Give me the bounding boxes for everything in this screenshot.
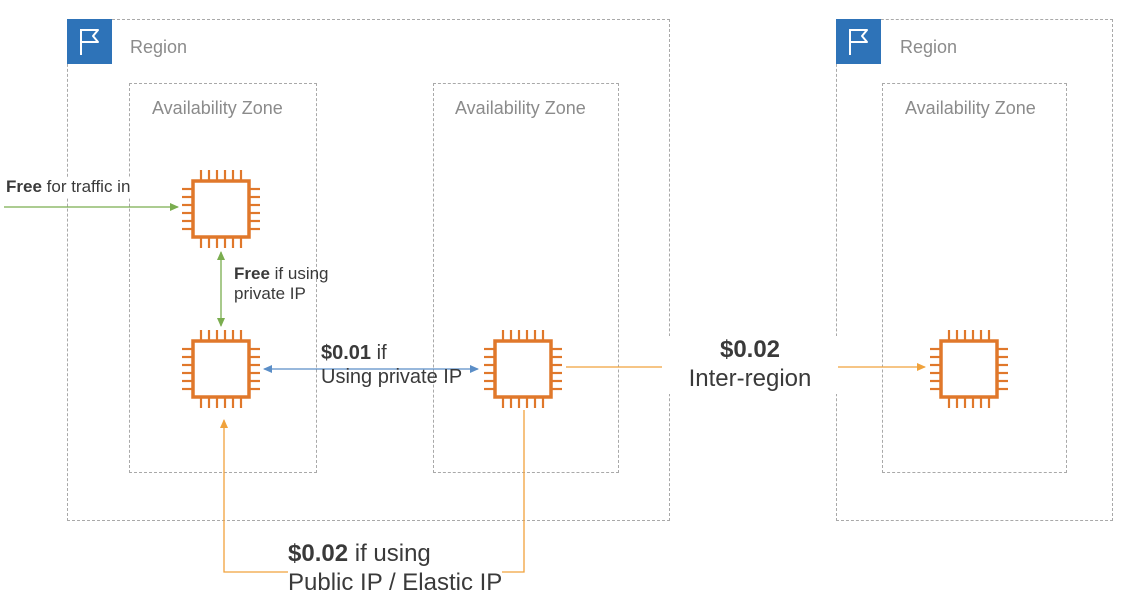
same-az-label: Free if using private IP: [234, 264, 329, 305]
availability-zone-label: Availability Zone: [905, 98, 1036, 118]
same-az-text: if using: [269, 264, 329, 283]
traffic-in-text: for traffic in: [41, 177, 131, 196]
region-2: [836, 19, 1113, 521]
inter-region-text: Inter-region: [662, 364, 838, 394]
inter-region-label: $0.02 Inter-region: [662, 336, 838, 394]
ec2-instance-icon: [927, 327, 1011, 411]
ec2-instance-icon: [179, 327, 263, 411]
traffic-in-price: Free: [6, 177, 42, 196]
availability-zone-label: Availability Zone: [152, 98, 283, 118]
public-ip-text-line2: Public IP / Elastic IP: [288, 568, 503, 598]
region-label: Region: [900, 37, 958, 57]
cross-az-price: $0.01: [321, 342, 372, 364]
availability-zone-2: [433, 83, 619, 473]
public-ip-label: $0.02 if using Public IP / Elastic IP: [288, 540, 503, 598]
region-label: Region: [130, 37, 188, 57]
public-ip-text: if using: [348, 540, 431, 567]
region-1: [67, 19, 670, 521]
inter-region-price: $0.02: [719, 336, 781, 363]
availability-zone-3: [882, 83, 1067, 473]
cross-az-text-line2: Using private IP: [321, 366, 463, 388]
ec2-instance-icon: [481, 327, 565, 411]
traffic-in-label: Free for traffic in: [6, 177, 133, 198]
availability-zone-1: [129, 83, 317, 473]
region-flag-icon: [836, 19, 881, 64]
public-ip-price: $0.02: [288, 540, 349, 567]
region-flag-icon: [67, 19, 112, 64]
same-az-text-line2: private IP: [234, 284, 306, 304]
ec2-instance-icon: [179, 167, 263, 251]
cross-az-label: $0.01 if Using private IP: [321, 341, 462, 389]
cross-az-text: if: [371, 342, 387, 364]
availability-zone-label: Availability Zone: [455, 98, 586, 118]
same-az-price: Free: [234, 264, 270, 283]
